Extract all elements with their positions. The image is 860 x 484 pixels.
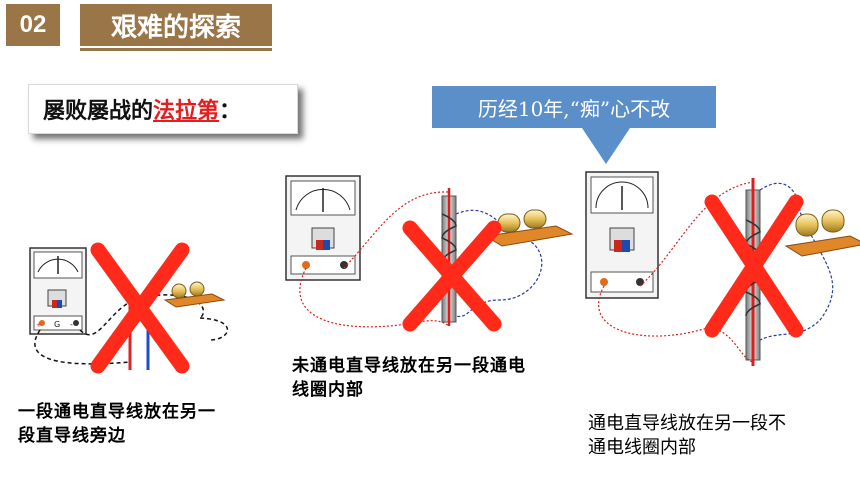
battery-icon — [784, 209, 860, 257]
caption-line: 线圈内部 — [292, 380, 364, 400]
subtitle-suffix: ： — [219, 99, 242, 124]
cross-mark-icon — [704, 194, 804, 338]
cross-mark-icon — [90, 242, 190, 374]
subtitle-prefix: 屡败屡战的 — [43, 99, 154, 124]
subtitle-box: 屡败屡战的法拉第： — [28, 84, 298, 134]
meter-plus-label: + — [36, 321, 42, 329]
battery-icon — [484, 209, 574, 247]
callout-box: 历经10年,“痴”心不改 — [432, 86, 716, 128]
meter-minus-label: - — [70, 320, 73, 329]
experiment-3 — [585, 171, 860, 366]
cross-mark-icon — [402, 220, 502, 332]
experiment-1: + G - — [29, 242, 229, 374]
caption-experiment-2: 未通电直导线放在另一段通电 线圈内部 — [292, 354, 592, 402]
caption-line: 通电直导线放在另一段不 — [588, 413, 786, 434]
section-title: 艰难的探索 — [80, 4, 272, 46]
subtitle-highlight: 法拉第 — [153, 99, 220, 124]
title-underline — [80, 48, 272, 51]
experiment-2 — [285, 175, 574, 332]
meter-g-label: G — [54, 320, 60, 329]
galvanometer-icon — [585, 171, 659, 299]
galvanometer-icon — [285, 175, 361, 281]
battery-icon — [163, 281, 226, 308]
caption-experiment-1: 一段通电直导线放在另一 段直导线旁边 — [18, 400, 278, 448]
caption-experiment-3: 通电直导线放在另一段不 通电线圈内部 — [588, 412, 848, 460]
caption-line: 通电线圈内部 — [588, 437, 696, 458]
galvanometer-icon — [29, 247, 87, 335]
caption-line: 段直导线旁边 — [18, 426, 126, 446]
section-number-badge: 02 — [6, 4, 60, 46]
caption-line: 未通电直导线放在另一段通电 — [292, 356, 526, 376]
caption-line: 一段通电直导线放在另一 — [18, 402, 216, 422]
callout-tail — [582, 128, 630, 164]
